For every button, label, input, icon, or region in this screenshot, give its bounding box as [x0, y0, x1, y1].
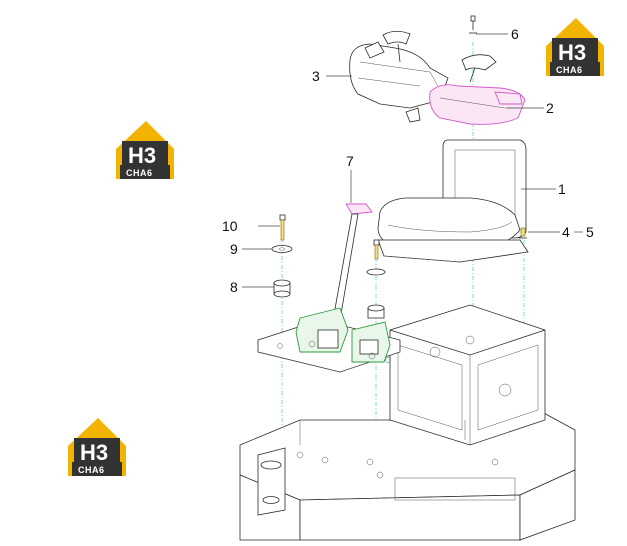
control-console-left	[349, 30, 497, 109]
screw-6	[469, 15, 477, 34]
watermark-logo-left-upper: H3 CHA6	[116, 121, 174, 179]
hardware-stack-right	[366, 239, 386, 319]
callout-7: 7	[346, 153, 354, 169]
seat	[377, 139, 529, 263]
watermark-logo-top-right: H3 CHA6	[546, 18, 604, 76]
callout-labels: 1 2 3 4 5 6 7 8 9 10	[222, 26, 594, 295]
watermark-small-text: CHA6	[126, 168, 153, 178]
watermark-logo-left-lower: H3 CHA6	[68, 418, 126, 476]
callout-1: 1	[558, 181, 566, 197]
callout-4: 4	[562, 224, 570, 240]
callout-9: 9	[230, 241, 238, 257]
callout-6: 6	[511, 26, 519, 42]
cab-base-frame	[239, 304, 576, 541]
watermark-big-text: H3	[128, 143, 156, 168]
callout-10: 10	[222, 218, 238, 234]
pedal-valve-assembly	[257, 307, 401, 373]
watermark-small-text: CHA6	[78, 465, 105, 475]
watermark-big-text: H3	[80, 440, 108, 465]
callout-3: 3	[312, 68, 320, 84]
leader-lines	[242, 33, 583, 288]
hardware-stack-left	[271, 214, 293, 298]
callout-2: 2	[546, 100, 554, 116]
callout-5: 5	[586, 224, 594, 240]
callout-8: 8	[230, 279, 238, 295]
armrest-bracket-highlighted	[405, 84, 526, 125]
watermark-big-text: H3	[558, 40, 586, 65]
watermark-small-text: CHA6	[556, 65, 583, 75]
